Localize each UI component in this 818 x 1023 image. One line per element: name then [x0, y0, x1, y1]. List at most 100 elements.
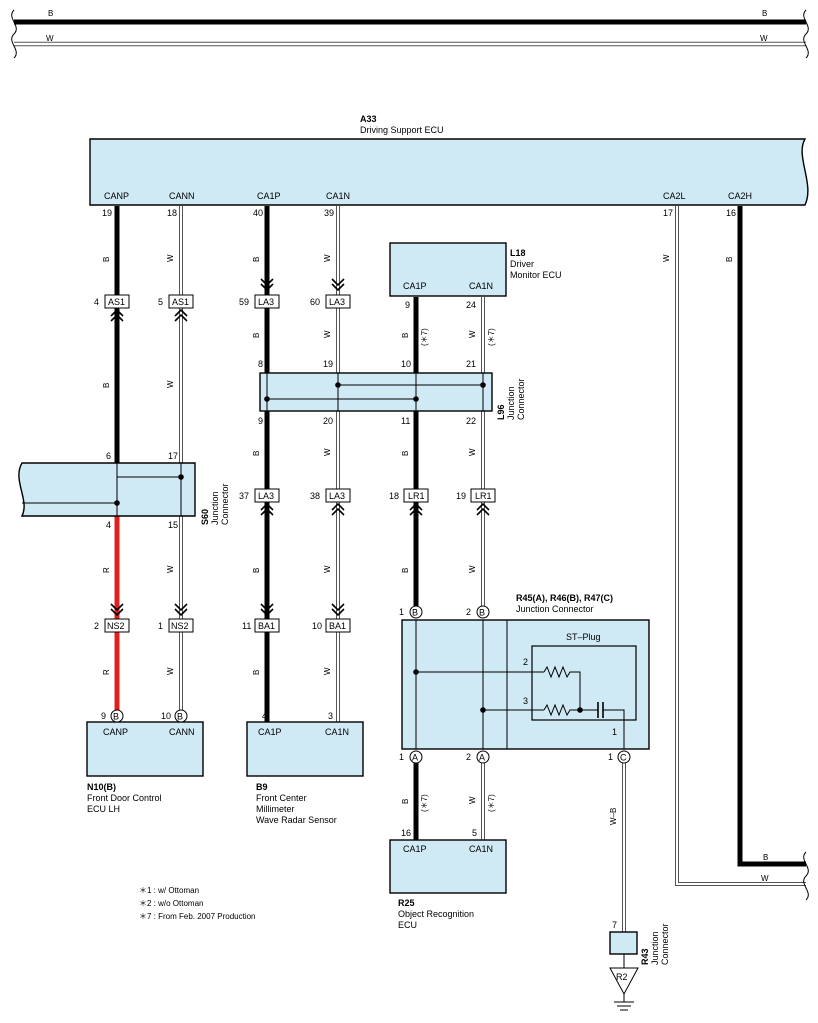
s60-pin-4: 4: [106, 520, 111, 530]
r43-junction-connector: 7 R2 R43 Junction Connector: [609, 920, 670, 1011]
a33-pin-39: 39: [324, 208, 334, 218]
wires: [114, 206, 809, 932]
b9-name2: Millimeter: [256, 804, 295, 814]
as1-code-4: AS1: [108, 297, 125, 307]
ba1-code-10: BA1: [329, 621, 346, 631]
wc-ba1p: B: [252, 670, 261, 675]
l18-term-ca1p: CA1P: [403, 281, 427, 291]
r45-name: Junction Connector: [516, 604, 594, 614]
r43-name1: Junction: [650, 931, 660, 965]
bus-b-right-label: B: [762, 9, 767, 18]
r45-int-pin-2: 2: [523, 657, 528, 667]
ba1-pin-11: 11: [242, 621, 251, 631]
l18-pin-24: 24: [466, 300, 476, 310]
wc-r25p: B: [401, 799, 410, 804]
s60-name2: Connector: [220, 483, 230, 525]
r45-junction-connector: R45(A), R46(B), R47(C) Junction Connecto…: [399, 593, 650, 764]
n10-term-b1: B: [113, 712, 119, 722]
stplug-label: ST–Plug: [566, 632, 601, 642]
r45-title: R45(A), R46(B), R47(C): [516, 593, 613, 603]
ns2-code-1: NS2: [171, 621, 189, 631]
wc-star7d: (＊7): [487, 794, 496, 812]
lr1-pin-18: 18: [389, 491, 399, 501]
ba1-code-11: BA1: [258, 621, 275, 631]
wc-canp3: R: [102, 567, 111, 573]
r25-pin-16: 16: [401, 828, 411, 838]
r25-pin-5: 5: [472, 828, 477, 838]
wc-lr1n: W: [468, 565, 477, 573]
wc-star7c: (＊7): [420, 794, 429, 812]
wire-color-labels: B W B W B W B W B W (＊7) (＊7) R W B W B …: [102, 254, 769, 883]
r45-pin-bot-c1: 1: [608, 752, 613, 762]
wc-ca2l: W: [662, 254, 671, 262]
l18-pin-9: 9: [405, 300, 410, 310]
ground-r2: R2: [616, 972, 628, 982]
s60-junction-connector: 6 17 4 15 S60 Junction Connector: [18, 451, 230, 530]
l96-pin-11: 11: [401, 416, 410, 426]
inline-connectors: AS1 4 AS1 5 LA3 59 LA3 60 LA3 37 LA3 38 …: [94, 278, 496, 633]
as1-pin-5: 5: [158, 297, 163, 307]
wc-ba1p-upper: B: [252, 568, 261, 573]
s60-pin-17: 17: [168, 451, 178, 461]
b9-radar-sensor: 4 3 CA1P CA1N B9 Front Center Millimeter…: [246, 711, 364, 825]
wc-canp4: R: [102, 669, 111, 675]
note-2: ＊2 : w/o Ottoman: [139, 899, 203, 908]
r43-name2: Connector: [660, 923, 670, 965]
wc-ca1p3: B: [252, 451, 261, 456]
wc-ba1n: W: [323, 667, 332, 675]
a33-pin-16: 16: [726, 208, 736, 218]
wc-r25n: W: [468, 796, 477, 804]
n10-pin-9: 9: [101, 711, 106, 721]
r45-pin-top-1: 1: [399, 607, 404, 617]
n10-name2: ECU LH: [87, 804, 120, 814]
wc-bot-b: B: [763, 853, 768, 862]
wc-ca1n1: W: [323, 254, 332, 262]
a33-pin-19: 19: [102, 208, 112, 218]
bus-w-left-label: W: [46, 34, 54, 43]
wc-canp2: B: [102, 383, 111, 388]
b9-name3: Wave Radar Sensor: [256, 815, 337, 825]
ba1-pin-10: 10: [312, 621, 322, 631]
r45-pin-top-2: 2: [466, 607, 471, 617]
la3-pin-38: 38: [310, 491, 320, 501]
wc-l96p-lower: B: [401, 451, 410, 456]
lr1-code-18: LR1: [408, 491, 425, 501]
n10-term-b2: B: [177, 712, 183, 722]
wc-ca1p2: B: [252, 333, 261, 338]
b9-name1: Front Center: [256, 793, 307, 803]
r25-term-ca1p: CA1P: [403, 844, 427, 854]
r45-term-b2: B: [479, 608, 485, 618]
n10-term-cann: CANN: [169, 727, 195, 737]
wc-star7a: (＊7): [420, 328, 429, 346]
wc-cann3: W: [166, 565, 175, 573]
l18-driver-monitor-ecu: L18 Driver Monitor ECU CA1P CA1N 9 24: [389, 242, 562, 310]
r25-name1: Object Recognition: [398, 909, 474, 919]
a33-pin-18: 18: [167, 208, 177, 218]
lr1-pin-19: 19: [456, 491, 466, 501]
footnotes: ＊1 : w/ Ottoman ＊2 : w/o Ottoman ＊7 : Fr…: [139, 886, 256, 921]
s60-name1: Junction: [210, 491, 220, 525]
wc-l18p: B: [401, 333, 410, 338]
l96-name1: Junction: [506, 386, 516, 420]
wc-cann1: W: [166, 254, 175, 262]
r45-term-a1: A: [412, 753, 418, 763]
wc-ca1n2: W: [323, 330, 332, 338]
l96-pin-21: 21: [466, 359, 476, 369]
la3-code-60: LA3: [329, 297, 345, 307]
l96-pin-22: 22: [466, 416, 476, 426]
wc-bot-w: W: [761, 874, 769, 883]
wc-wb: W–B: [609, 808, 618, 825]
l96-pin-9: 9: [258, 416, 263, 426]
note-7: ＊7 : From Feb. 2007 Production: [139, 912, 256, 921]
r25-object-recognition-ecu: 16 5 CA1P CA1N R25 Object Recognition EC…: [389, 828, 507, 930]
n10-pin-10: 10: [161, 711, 171, 721]
b9-id: B9: [256, 782, 268, 792]
a33-pin-17: 17: [663, 208, 673, 218]
r45-term-c1: C: [620, 753, 627, 763]
n10-front-door-control-ecu: B B 9 10 CANP CANN N10(B) Front Door Con…: [86, 709, 204, 814]
n10-name1: Front Door Control: [87, 793, 162, 803]
wc-ca1n3: W: [323, 448, 332, 456]
wc-star7b: (＊7): [487, 328, 496, 346]
la3-pin-37: 37: [239, 491, 249, 501]
